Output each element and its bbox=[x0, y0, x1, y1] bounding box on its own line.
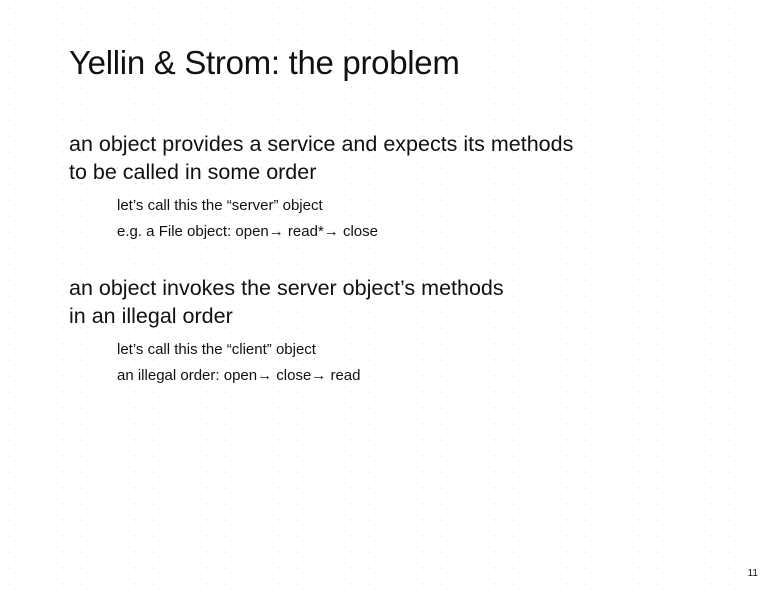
heading-line: to be called in some order bbox=[69, 160, 317, 184]
heading-line: an object invokes the server object’s me… bbox=[69, 276, 504, 300]
heading-line: in an illegal order bbox=[69, 304, 233, 328]
sub-bullet: let’s call this the “server” object bbox=[117, 197, 323, 214]
sub-bullet: let’s call this the “client” object bbox=[117, 341, 316, 358]
slide-title: Yellin & Strom: the problem bbox=[69, 44, 460, 81]
section-heading: an object invokes the server object’s me… bbox=[69, 274, 504, 330]
section-heading: an object provides a service and expects… bbox=[69, 130, 573, 186]
sub-bullet: an illegal order: open→ close→ read bbox=[117, 367, 361, 384]
section-server: an object provides a service and expects… bbox=[69, 130, 573, 241]
sub-bullet: e.g. a File object: open→ read*→ close bbox=[117, 223, 378, 240]
page-number: 11 bbox=[747, 568, 758, 579]
heading-line: an object provides a service and expects… bbox=[69, 132, 574, 156]
section-client: an object invokes the server object’s me… bbox=[69, 274, 504, 385]
